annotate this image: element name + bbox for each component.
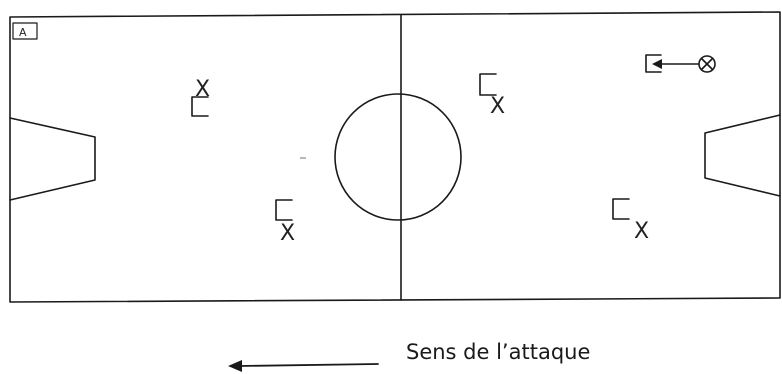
direction-arrow-line	[239, 363, 379, 367]
left-goal-area	[9, 117, 96, 201]
ball-holder	[645, 54, 716, 73]
corner-label: A	[12, 22, 38, 40]
player-x-mark: X	[634, 219, 649, 244]
player-marker: X	[275, 199, 295, 246]
player-bracket	[479, 73, 497, 96]
corner-label-text: A	[19, 26, 27, 39]
player-x-mark: X	[280, 221, 295, 246]
court-boundary	[9, 11, 781, 303]
pass-arrow-head	[652, 59, 662, 69]
player-marker: X	[479, 73, 505, 119]
player-bracket	[645, 54, 662, 73]
player-bracket	[275, 199, 293, 221]
player-marker: X	[612, 198, 649, 244]
direction-arrow-head	[228, 360, 242, 372]
player-x-mark: X	[490, 94, 505, 119]
right-goal-area	[704, 114, 781, 197]
player-bracket	[191, 96, 209, 117]
player-x-mark: X	[195, 77, 210, 102]
corner-label-box	[12, 22, 38, 40]
attack-direction-arrow	[228, 360, 379, 372]
player-marker: X	[191, 77, 210, 117]
center-circle	[334, 93, 462, 221]
player-bracket	[612, 198, 630, 220]
court-lines	[9, 11, 781, 303]
ball-cross-b	[700, 57, 714, 71]
ball-icon	[698, 55, 716, 73]
attack-direction-caption: Sens de l’attaque	[406, 340, 591, 364]
